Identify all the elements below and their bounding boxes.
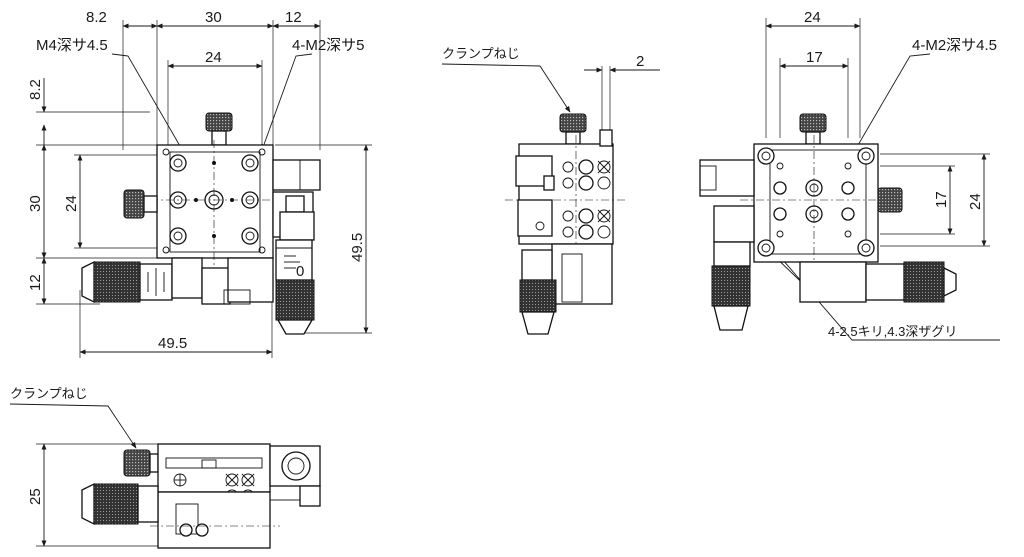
- bottom-dim-right-17: 17: [933, 191, 950, 208]
- left-vertical-dimension-chain: 8.2 30 12: [27, 78, 160, 305]
- dim-left-8-2-label: 8.2: [27, 79, 44, 100]
- dim-left-12-label: 12: [27, 274, 44, 291]
- inner-24-dimension: 24: [167, 49, 263, 150]
- bottom-callout-holes: 4-2.5キリ,4.3深ザグリ: [828, 324, 957, 339]
- dim-30-label: 30: [205, 9, 222, 26]
- side-dim-2: 2: [636, 53, 644, 70]
- dim-left-24-label: 24: [63, 195, 80, 212]
- clamp-knob-top: [205, 112, 233, 146]
- bottom-49-5-dimension: 49.5: [79, 290, 273, 358]
- front-hole-symbols: [173, 473, 255, 503]
- side-hole-symbols: [562, 159, 611, 240]
- dim-12-label: 12: [285, 9, 302, 26]
- dim-bottom-49-5-label: 49.5: [158, 335, 187, 352]
- top-view: 8.2 30 12 24 8.2 30 12: [27, 9, 372, 358]
- dim-right-49-5-label: 49.5: [349, 233, 366, 262]
- micrometer-vertical: 0: [275, 211, 315, 335]
- dim-8-2-label: 8.2: [86, 9, 107, 26]
- side-view: クランプねじ 2: [441, 46, 660, 335]
- front-dim-25: 25: [27, 488, 44, 505]
- mounting-holes-top: [162, 148, 266, 254]
- bottom-view: 24 17 4-M2深サ4.5 17 24 4-2.5キリ,4.3深ザグリ: [699, 9, 1000, 341]
- right-49-5-dimension: 49.5: [275, 144, 372, 334]
- micrometer-zero: 0: [296, 263, 304, 280]
- side-callout-clamp: クランプねじ: [442, 46, 520, 61]
- bottom-dim-24: 24: [804, 9, 821, 26]
- dim-left-30-label: 30: [27, 195, 44, 212]
- callout-m4-depth: M4深サ4.5: [36, 37, 108, 54]
- left-24-dimension: 24: [63, 154, 160, 249]
- bottom-dim-right-24: 24: [967, 193, 984, 210]
- clamp-knob-left: [123, 189, 158, 219]
- top-dimension-chain: 8.2 30 12: [86, 9, 321, 150]
- dim-24-label: 24: [205, 49, 222, 66]
- bottom-holes: [757, 147, 875, 257]
- micrometer-horizontal: [81, 257, 274, 305]
- front-callout-clamp: クランプねじ: [10, 386, 88, 401]
- front-view: クランプねじ 25: [9, 386, 321, 549]
- bottom-dim-17: 17: [806, 49, 823, 66]
- bottom-callout-m2: 4-M2深サ4.5: [912, 37, 997, 54]
- callout-4-m2-depth: 4-M2深サ5: [292, 37, 365, 54]
